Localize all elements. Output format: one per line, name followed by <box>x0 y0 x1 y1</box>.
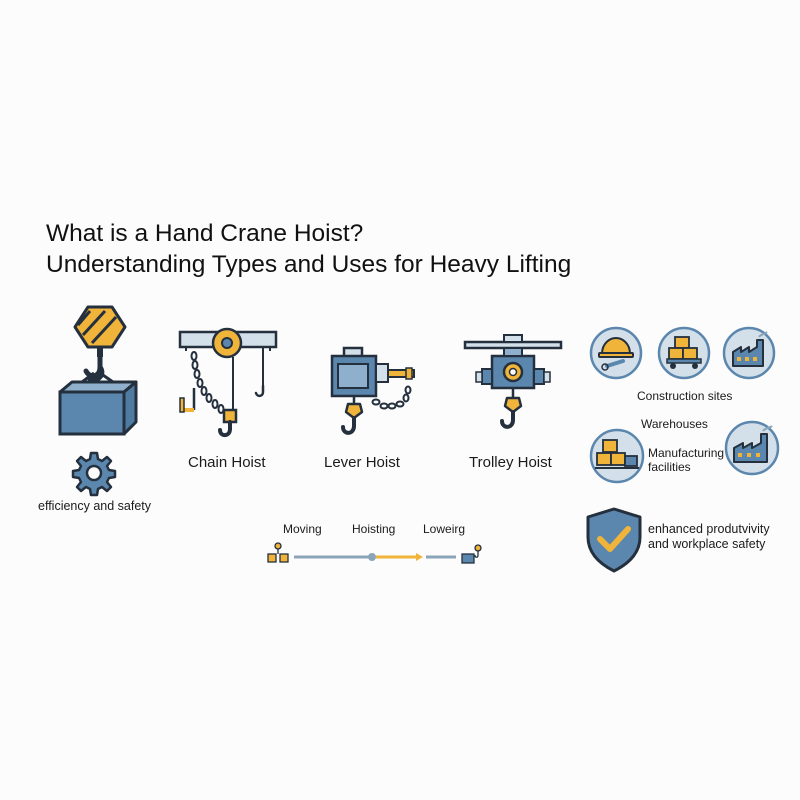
hardhat-wrench-icon <box>589 326 643 380</box>
load-box-icon <box>58 380 138 436</box>
chain-hoist-label: Chain Hoist <box>188 454 266 471</box>
construction-sites-label: Construction sites <box>637 389 733 403</box>
title-line-1: What is a Hand Crane Hoist? <box>46 220 364 247</box>
forklift-boxes-icon <box>657 326 711 380</box>
lowering-icon <box>461 544 482 564</box>
trolley-hoist-icon <box>463 334 563 429</box>
manufacturing-label-line-2: facilities <box>648 460 691 474</box>
lever-hoist-icon <box>330 346 415 435</box>
warehouse-boxes-icon <box>589 428 645 484</box>
lever-hoist-label: Lever Hoist <box>324 454 400 471</box>
trolley-hoist-label: Trolley Hoist <box>469 454 552 471</box>
step-lowering-label: Loweirg <box>423 522 466 536</box>
process-timeline <box>267 542 482 564</box>
gear-icon <box>71 451 117 497</box>
benefit-line-1: enhanced produtvivity <box>648 522 770 536</box>
step-hoisting-label: Hoisting <box>352 522 396 536</box>
manufacturing-factory-icon <box>724 420 780 476</box>
warehouses-label: Warehouses <box>641 417 708 431</box>
factory-icon <box>722 326 776 380</box>
chain-hoist-icon <box>178 327 278 438</box>
shield-check-icon <box>586 507 642 573</box>
benefit-line-2: and workplace safety <box>648 537 766 551</box>
moving-icon <box>267 542 289 563</box>
title-line-2: Understanding Types and Uses for Heavy L… <box>46 251 572 278</box>
step-moving-label: Moving <box>283 522 322 536</box>
page-title: What is a Hand Crane Hoist? Understandin… <box>46 218 571 280</box>
manufacturing-label-line-1: Manufacturing <box>648 446 725 460</box>
efficiency-caption: efficiency and safety <box>38 499 152 513</box>
